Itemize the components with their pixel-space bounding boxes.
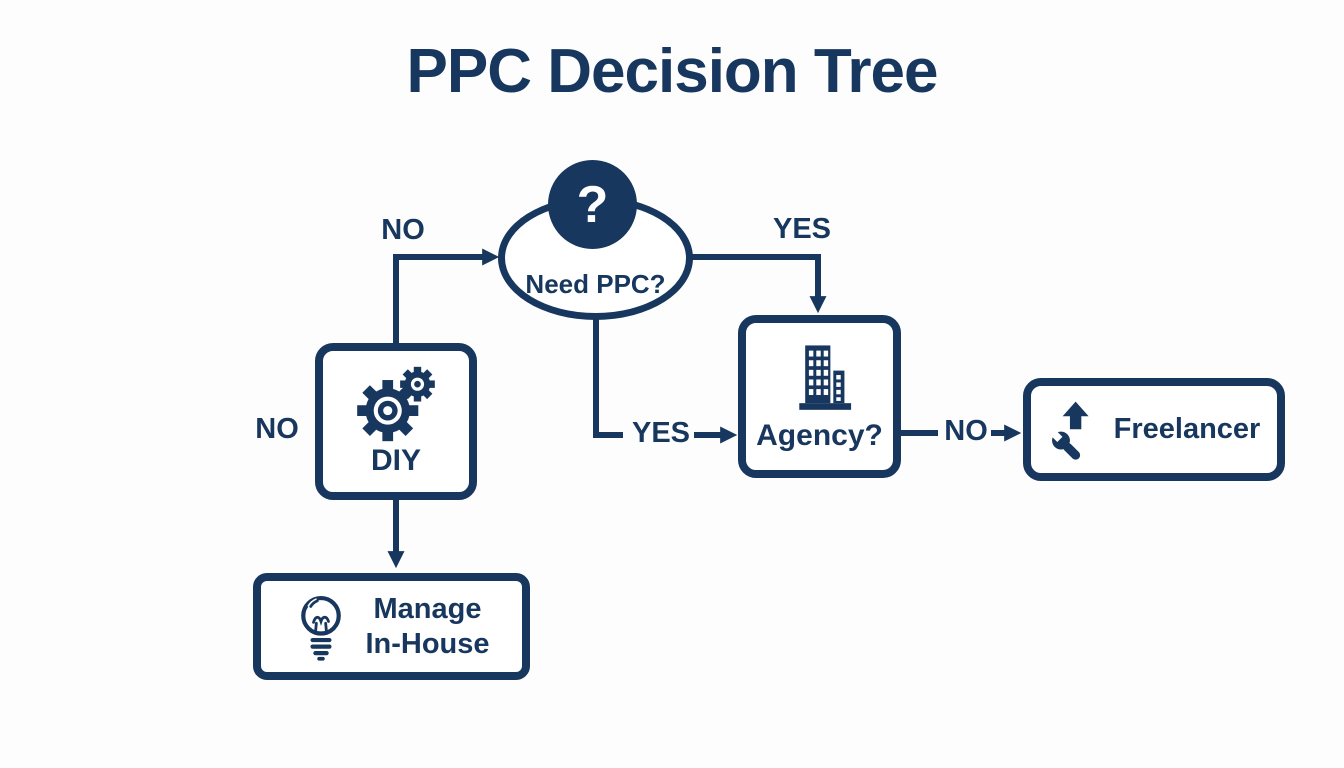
diy-label: DIY <box>370 443 421 477</box>
edge-label-no-side: NO <box>255 413 299 445</box>
manage-label-line1: Manage <box>373 592 482 625</box>
node-diy: DIY <box>315 343 477 500</box>
manage-label-line2: In-House <box>365 627 490 660</box>
lightbulb-icon <box>301 595 342 661</box>
edge-needppc-to-agency-top <box>692 254 827 314</box>
page-title: PPC Decision Tree <box>406 37 939 106</box>
question-mark-icon: ? <box>548 160 637 249</box>
edge-diy-to-needppc <box>393 248 500 344</box>
node-agency: Agency? <box>738 315 901 478</box>
agency-label: Agency? <box>756 418 883 452</box>
edge-label-yes-bottom: YES <box>631 417 691 449</box>
node-manage-in-house: Manage In-House <box>253 573 530 680</box>
gears-icon <box>357 366 435 441</box>
edge-label-yes-top: YES <box>772 213 832 245</box>
freelancer-label: Freelancer <box>1113 413 1261 445</box>
wrench-arrow-icon <box>1050 401 1089 460</box>
building-icon <box>798 344 851 410</box>
node-freelancer: Freelancer <box>1023 378 1285 481</box>
need-ppc-label: Need PPC? <box>525 269 666 299</box>
edge-label-no-right: NO <box>944 415 988 447</box>
question-mark-glyph: ? <box>576 175 609 234</box>
edge-label-no-top: NO <box>381 214 425 246</box>
edge-needppc-bottom <box>593 318 623 438</box>
manage-in-house-label: Manage In-House <box>365 592 489 662</box>
